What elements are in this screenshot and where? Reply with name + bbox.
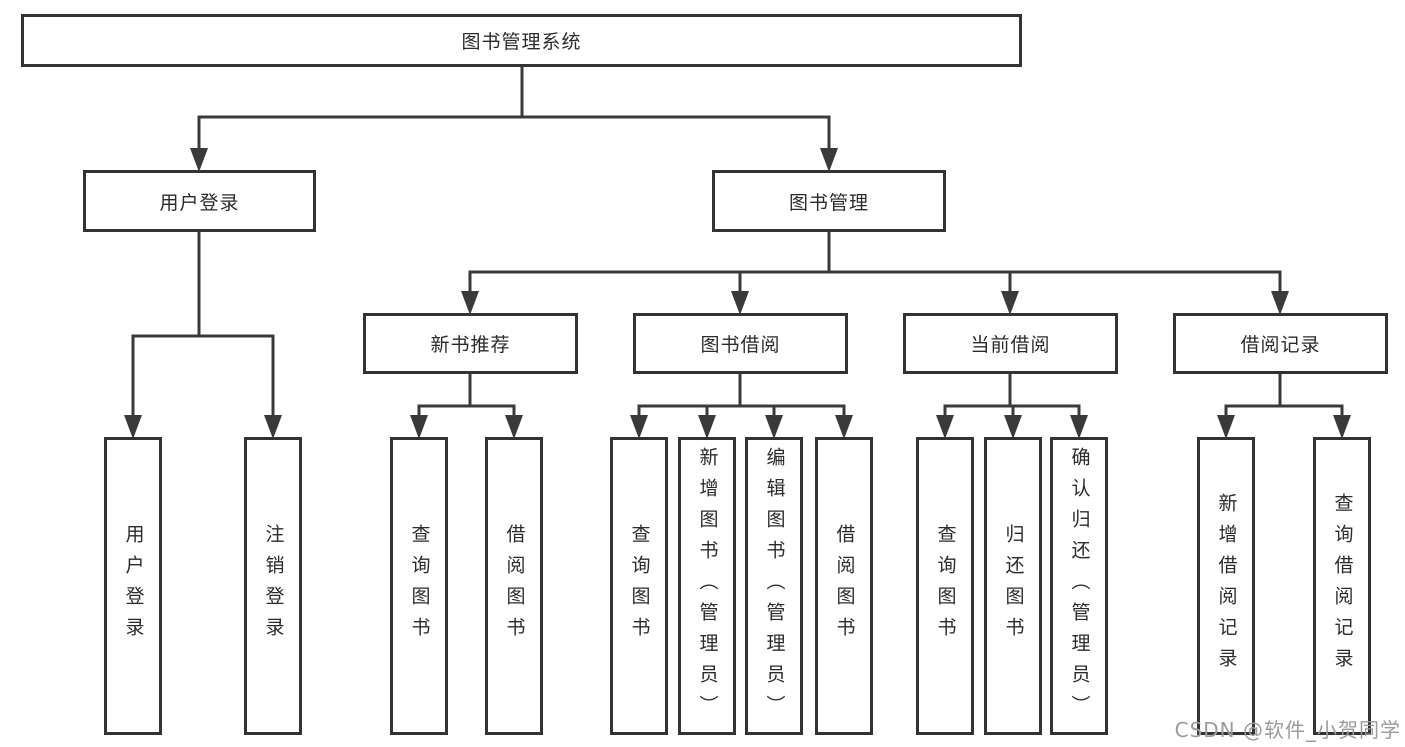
node-section-current-borrowing: 当前借阅 [903, 313, 1118, 374]
leaf-edit-books-admin: 编辑图书（管理员） [745, 437, 803, 735]
connector-current-borrowing-to-leaves [936, 374, 1088, 439]
leaf-add-books-admin: 新增图书（管理员） [678, 437, 736, 735]
leaf-label: 注销登录 [262, 524, 285, 648]
leaf-label: 新增图书（管理员） [696, 446, 719, 726]
leaf-search-books-current: 查询图书 [916, 437, 974, 735]
node-section-borrow-records: 借阅记录 [1173, 313, 1388, 374]
leaf-logout: 注销登录 [244, 437, 302, 735]
leaf-label: 用户登录 [122, 524, 145, 648]
connector-book-borrowing-to-leaves [630, 374, 853, 439]
leaf-search-books-recommend: 查询图书 [390, 437, 448, 735]
connector-management-to-sections [461, 232, 1289, 315]
leaf-label: 借阅图书 [833, 524, 856, 648]
node-root: 图书管理系统 [21, 14, 1022, 67]
leaf-label: 编辑图书（管理员） [763, 446, 786, 726]
connector-root-to-level2 [190, 67, 838, 172]
connector-borrow-records-to-leaves [1217, 374, 1351, 439]
leaf-label: 新增借阅记录 [1215, 493, 1238, 679]
leaf-return-books: 归还图书 [984, 437, 1042, 735]
connector-new-books-to-leaves [410, 374, 523, 439]
leaf-search-books-borrow: 查询图书 [610, 437, 668, 735]
leaf-confirm-return-admin: 确认归还（管理员） [1050, 437, 1108, 735]
connector-login-to-leaves [124, 232, 282, 439]
leaf-borrow-books: 借阅图书 [815, 437, 873, 735]
leaf-label: 查询图书 [408, 524, 431, 648]
leaf-label: 确认归还（管理员） [1068, 446, 1091, 726]
node-section-new-book-recommend: 新书推荐 [363, 313, 578, 374]
node-book-management: 图书管理 [712, 170, 946, 232]
leaf-label: 查询图书 [628, 524, 651, 648]
leaf-add-borrow-record: 新增借阅记录 [1197, 437, 1255, 735]
leaf-label: 查询图书 [934, 524, 957, 648]
leaf-borrow-books-recommend: 借阅图书 [485, 437, 543, 735]
leaf-search-borrow-record: 查询借阅记录 [1313, 437, 1371, 735]
leaf-user-login: 用户登录 [104, 437, 162, 735]
node-section-book-borrowing: 图书借阅 [633, 313, 848, 374]
leaf-label: 借阅图书 [503, 524, 526, 648]
node-user-login: 用户登录 [83, 170, 316, 232]
watermark: CSDN @软件_小贺同学 [1174, 718, 1401, 742]
leaf-label: 归还图书 [1002, 524, 1025, 648]
leaf-label: 查询借阅记录 [1331, 493, 1354, 679]
